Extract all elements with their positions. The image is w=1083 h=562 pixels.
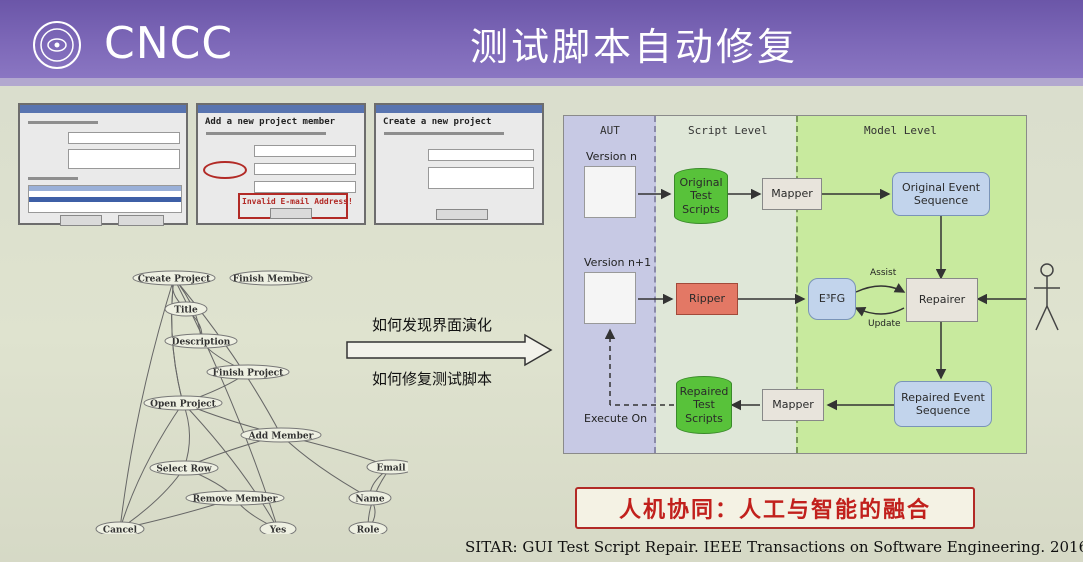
graph-node-label: Remove Member xyxy=(193,495,278,505)
create-project-heading: Create a new project xyxy=(383,117,491,127)
pipeline-diagram: AUT Script Level Model Level Version n V… xyxy=(563,115,1027,454)
graph-node-label: Finish Project xyxy=(213,369,284,379)
graph-node-remove-member: Remove Member xyxy=(186,491,284,505)
graph-node-label: Create Project xyxy=(138,275,211,285)
graph-node-role: Role xyxy=(349,522,387,534)
graph-node-finish-project: Finish Project xyxy=(207,365,289,379)
graph-node-label: Yes xyxy=(269,526,286,535)
graph-node-label: Name xyxy=(355,495,385,505)
citation: SITAR: GUI Test Script Repair. IEEE Tran… xyxy=(465,538,1083,556)
graph-node-add-member: Add Member xyxy=(241,428,321,442)
repaired-event-sequence: Repaired Event Sequence xyxy=(894,381,992,427)
mapper-top: Mapper xyxy=(762,178,822,210)
graph-node-label: Email xyxy=(376,464,406,474)
efg-model: E³FG xyxy=(808,278,856,320)
mapper-bottom: Mapper xyxy=(762,389,824,421)
screenshot-project-window xyxy=(18,103,188,225)
invalid-email-text: Invalid E-mail Address! xyxy=(242,197,353,206)
graph-node-finish-member: Finish Member xyxy=(230,271,312,285)
graph-edge xyxy=(120,468,184,529)
graph-node-email: Email xyxy=(367,460,408,474)
right-arrow-icon xyxy=(345,333,555,367)
assist-label: Assist xyxy=(870,268,896,278)
graph-node-select-row: Select Row xyxy=(150,461,218,475)
repairer: Repairer xyxy=(906,278,978,322)
graph-node-label: Open Project xyxy=(150,400,217,410)
tagline-box: 人机协同：人工与智能的融合 xyxy=(575,487,975,529)
original-test-scripts: Original Test Scripts xyxy=(674,168,728,224)
graph-nodes: Create Project Finish MemberTitleDescript… xyxy=(96,271,408,534)
logo-text: CNCC xyxy=(104,18,233,69)
graph-node-yes: Yes xyxy=(260,522,296,534)
screenshot-add-member-window: Add a new project member Invalid E-mail … xyxy=(196,103,366,225)
event-flow-graph: Create Project Finish MemberTitleDescript… xyxy=(68,262,408,534)
graph-node-create-project: Create Project xyxy=(133,271,215,285)
slide-title: 测试脚本自动修复 xyxy=(470,16,890,71)
graph-node-label: Finish Member xyxy=(233,275,310,285)
repaired-test-scripts: Repaired Test Scripts xyxy=(676,376,732,434)
ccf-seal-icon xyxy=(32,20,82,70)
tagline: 人机协同：人工与智能的融合 xyxy=(619,492,931,524)
note-detect-evolution: 如何发现界面演化 xyxy=(372,314,492,335)
ripper: Ripper xyxy=(676,283,738,315)
update-label: Update xyxy=(868,319,901,329)
screenshot-create-project-window: Create a new project xyxy=(374,103,544,225)
graph-node-description: Description xyxy=(165,334,237,348)
graph-node-cancel: Cancel xyxy=(96,522,144,534)
graph-node-label: Select Row xyxy=(156,465,212,475)
tester-person-icon xyxy=(1032,262,1062,334)
original-event-sequence: Original Event Sequence xyxy=(892,172,990,216)
header-band xyxy=(0,78,1083,86)
graph-node-title: Title xyxy=(165,302,207,316)
note-repair-scripts: 如何修复测试脚本 xyxy=(372,368,492,389)
graph-node-label: Add Member xyxy=(248,432,314,442)
graph-node-open-project: Open Project xyxy=(144,396,222,410)
add-member-heading: Add a new project member xyxy=(205,117,335,127)
graph-node-label: Cancel xyxy=(103,526,138,535)
graph-node-label: Title xyxy=(174,306,198,316)
graph-node-label: Role xyxy=(357,526,380,535)
graph-edge xyxy=(183,403,190,468)
graph-node-label: Description xyxy=(172,338,231,348)
graph-node-name: Name xyxy=(349,491,391,505)
graph-edge xyxy=(281,435,370,498)
